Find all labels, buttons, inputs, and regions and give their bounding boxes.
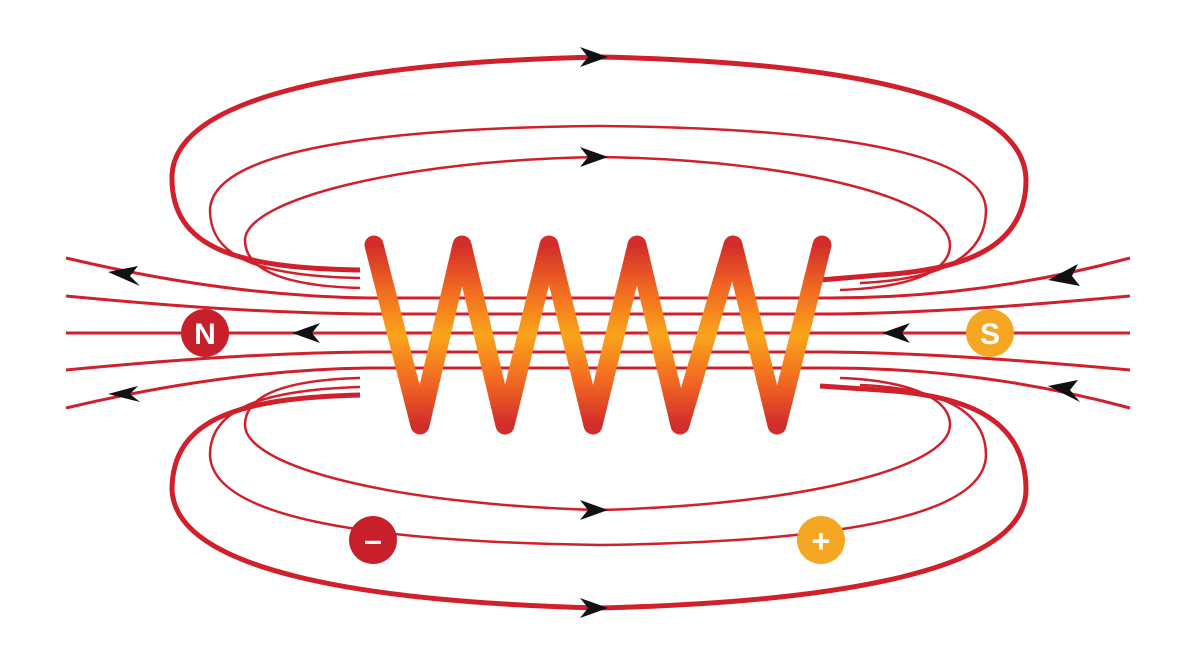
field-line-axis-2 (65, 294, 1131, 316)
arrowhead-icon (292, 323, 320, 343)
south-pole-badge: S (966, 309, 1014, 357)
field-arrows (108, 47, 1080, 618)
north-label: N (194, 318, 216, 351)
arrowhead-icon (1048, 380, 1080, 402)
field-line-top-middle (208, 124, 988, 285)
arrowhead-icon (580, 47, 608, 67)
arrowhead-icon (1048, 264, 1080, 286)
arrowhead-icon (108, 266, 140, 286)
arrowhead-icon (580, 598, 608, 618)
north-pole-badge: N (181, 309, 229, 357)
arrowhead-icon (580, 500, 608, 520)
negative-label: – (364, 522, 382, 558)
field-line-bottom-middle (208, 383, 988, 547)
coil-windings (364, 235, 832, 435)
coil (364, 234, 832, 538)
field-line-top-outer (169, 54, 1029, 283)
arrowhead-icon (882, 323, 910, 343)
negative-terminal: – (349, 516, 397, 564)
south-label: S (980, 318, 1000, 351)
field-line-axis-4 (65, 350, 1131, 372)
arrowhead-icon (580, 147, 608, 167)
arrowhead-icon (108, 386, 140, 402)
positive-terminal: + (797, 516, 845, 564)
positive-label: + (812, 523, 831, 559)
field-line-axis-1 (65, 256, 1131, 300)
